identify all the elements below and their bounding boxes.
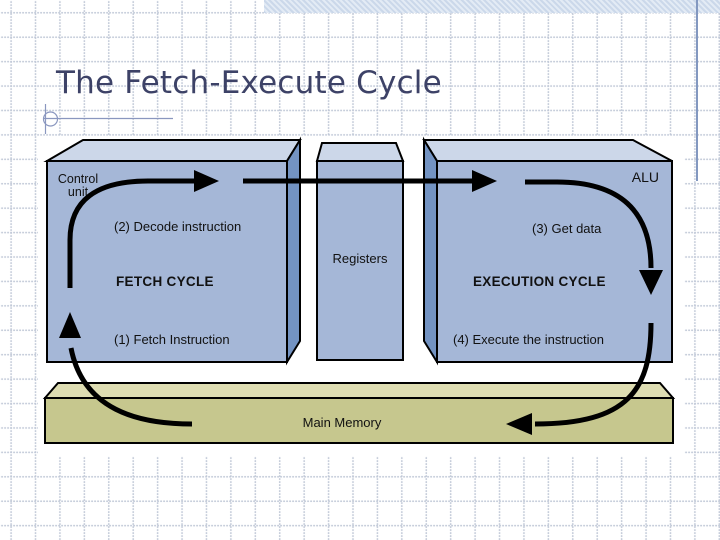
alu-top-face [422, 139, 673, 162]
alu-box: ALU (3) Get data EXECUTION CYCLE (4) Exe… [422, 136, 673, 366]
circle-ornament [42, 111, 59, 127]
registers-box: Registers [315, 142, 405, 361]
step-get-data-label: (3) Get data [532, 221, 602, 236]
decode-arrow-line [67, 178, 198, 288]
transfer-arrow [243, 170, 497, 192]
execution-cycle-label: EXECUTION CYCLE [473, 274, 606, 289]
top-accent-band [264, 0, 720, 13]
step-execute-label: (4) Execute the instruction [453, 332, 604, 347]
registers-front-face [316, 160, 404, 361]
page-title: The Fetch-Execute Cycle [56, 65, 442, 101]
execute-arrow-line [534, 322, 654, 427]
control-unit-box: Control unit (2) Decode instruction FETC… [43, 136, 302, 366]
decode-arrowhead-right-icon [194, 170, 219, 192]
alu-front-face [436, 160, 673, 363]
main-memory-top-face [42, 382, 676, 399]
alu-side-face [423, 136, 438, 366]
control-unit-label-line1: Control [58, 172, 98, 186]
fetch-arrow [59, 312, 193, 427]
transfer-arrowhead-right-icon [472, 170, 497, 192]
execute-arrowhead-left-icon [506, 413, 532, 435]
fetch-execute-diagram: Main Memory Control unit (2) Decode inst… [38, 136, 684, 456]
decode-arrow [67, 170, 219, 288]
get-data-arrowhead-down-icon [639, 270, 663, 295]
control-unit-label-line2: unit [68, 185, 89, 199]
fetch-arrowhead-up-icon [59, 312, 81, 338]
alu-label: ALU [632, 169, 659, 185]
fetch-cycle-label: FETCH CYCLE [116, 274, 214, 289]
execute-arrow [506, 322, 654, 435]
registers-label: Registers [333, 251, 388, 266]
step-fetch-label: (1) Fetch Instruction [114, 332, 230, 347]
get-data-arrow [525, 179, 663, 295]
step-decode-label: (2) Decode instruction [114, 219, 241, 234]
fetch-arrow-line [68, 347, 193, 427]
title-underline-decoration [42, 104, 173, 134]
main-memory-box: Main Memory [42, 382, 676, 444]
get-data-arrow-line [525, 179, 654, 269]
right-vertical-rule [696, 0, 698, 181]
control-unit-top-face [43, 139, 302, 162]
main-memory-label: Main Memory [303, 415, 382, 430]
control-unit-side-face [286, 136, 301, 366]
registers-top-face [315, 142, 405, 162]
